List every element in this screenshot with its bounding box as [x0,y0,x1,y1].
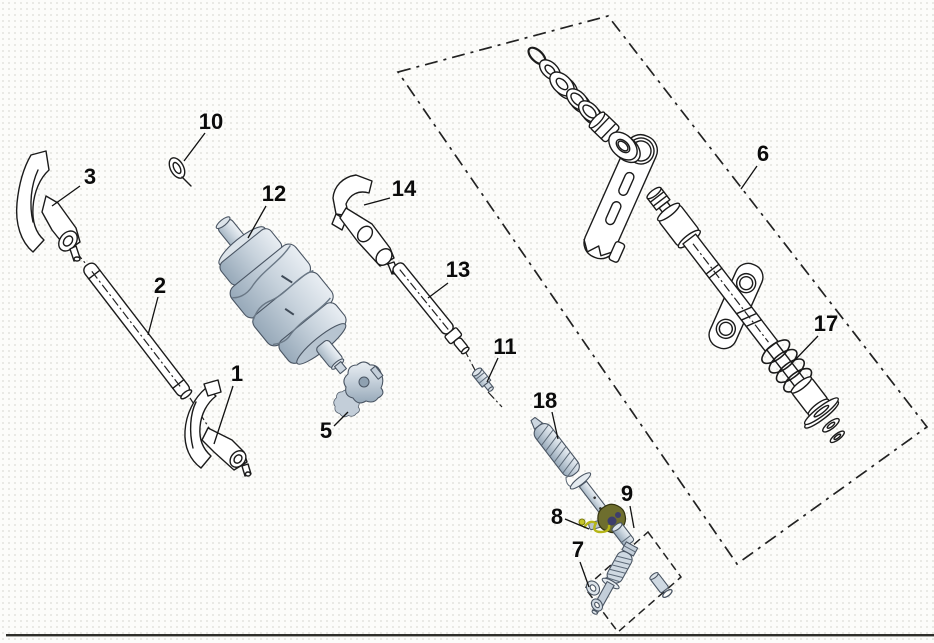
callout-17: 17 [793,311,838,362]
callout-7-number: 7 [572,537,584,562]
assembly-group-outline [396,15,929,566]
part-spindle-shaft [646,186,845,444]
part-shift-fork-lower-left [184,379,252,477]
part-stopper-sleeve [649,572,673,598]
callout-6: 6 [740,141,769,190]
part-shift-fork-center [331,174,399,275]
callout-6-number: 6 [757,141,769,166]
callout-12: 12 [247,181,286,239]
callout-7: 7 [572,537,590,588]
part-stopper-washers [585,580,604,612]
callout-1: 1 [213,361,243,445]
callout-10: 10 [183,109,223,162]
callout-3-number: 3 [84,164,96,189]
callout-18-number: 18 [533,388,557,413]
callout-11: 11 [486,334,517,383]
part-stopper-spring [578,518,611,534]
callouts: 1 2 3 5 6 7 8 9 [51,109,838,588]
callout-9: 9 [621,481,635,529]
callout-2-number: 2 [154,273,166,298]
callout-9-number: 9 [621,481,633,506]
callout-8-number: 8 [551,504,563,529]
part-small-washer [168,157,192,187]
callout-5: 5 [320,411,349,443]
part-fork-shaft-left [83,262,193,400]
part-fork-shaft-right [392,262,470,355]
callout-1-number: 1 [231,361,243,386]
callout-11-number: 11 [493,334,516,359]
part-spindle-flange [708,262,764,350]
part-dowel-pin [471,367,494,392]
callout-8: 8 [551,504,590,530]
part-washer-stack [538,59,604,126]
callout-18: 18 [533,388,559,440]
stopper-group-outline [583,530,683,634]
callout-17-number: 17 [814,311,838,336]
callout-3: 3 [51,164,96,207]
callout-14: 14 [363,176,417,206]
callout-14-number: 14 [392,176,417,201]
part-shift-drum [215,216,347,375]
part-pivot-washer [608,131,641,164]
callout-13: 13 [427,257,470,299]
part-shift-cam-star [333,361,384,418]
part-shift-fork-upper-left [15,150,81,262]
page-edge-line [6,634,934,637]
callout-5-number: 5 [320,418,332,443]
callout-2: 2 [147,273,166,336]
callout-10-number: 10 [199,109,223,134]
part-stopper-roller [611,522,635,547]
callout-12-number: 12 [262,181,286,206]
callout-13-number: 13 [446,257,470,282]
